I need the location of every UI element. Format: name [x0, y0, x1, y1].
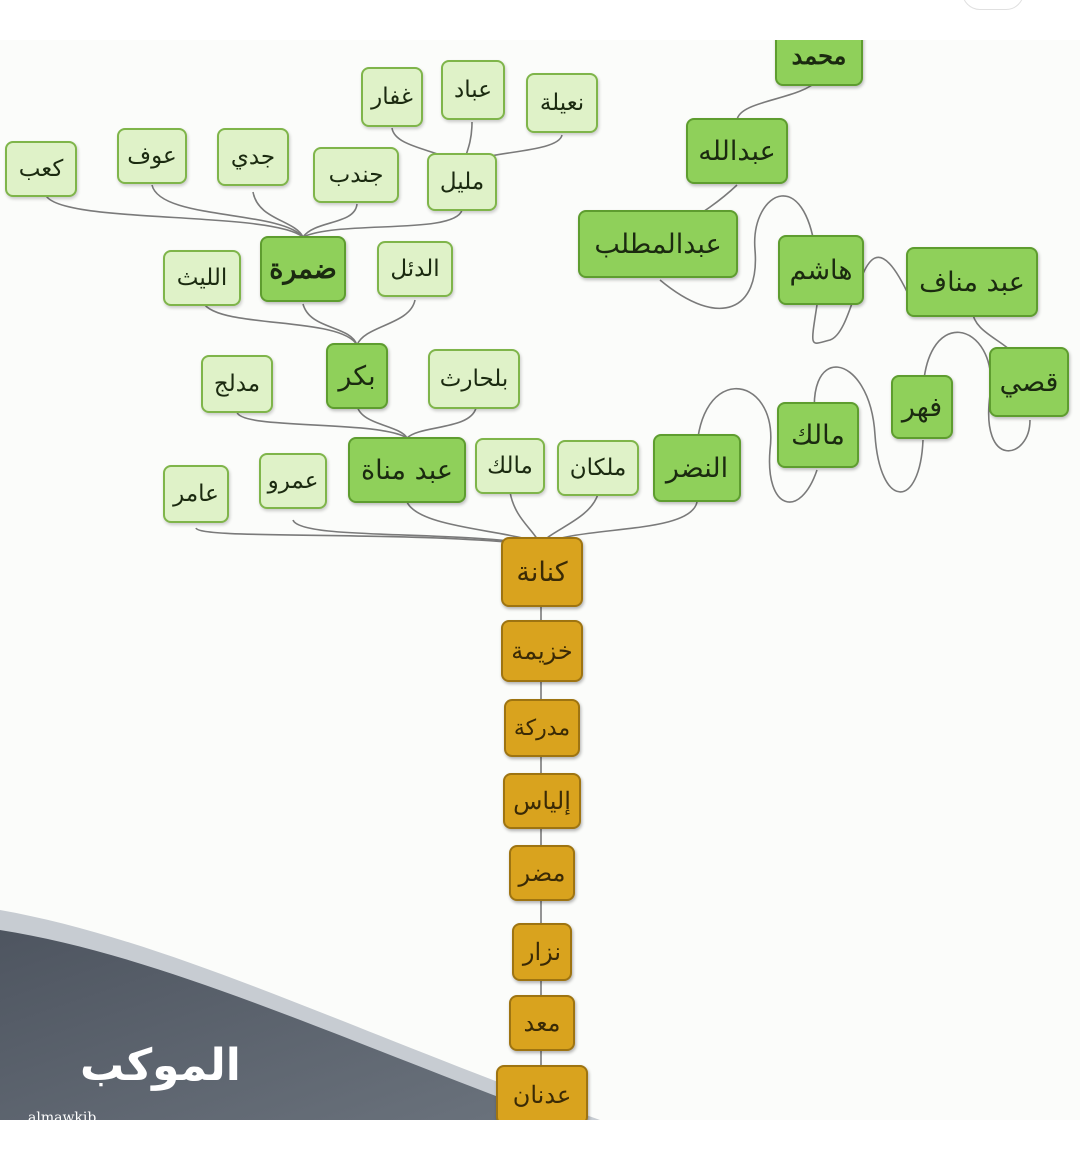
node-nizar: نزار — [512, 923, 572, 981]
link-jiddi — [252, 191, 304, 238]
node-mudlij: مدلج — [201, 355, 273, 413]
node-abdullah: عبدالله — [686, 118, 788, 184]
node-nadr: النضر — [653, 434, 741, 502]
link-dual — [356, 299, 416, 346]
node-jiddi: جدي — [217, 128, 289, 186]
link-awf — [151, 184, 304, 238]
node-bakr: بكر — [326, 343, 388, 409]
node-muhammad: محمد — [775, 40, 863, 86]
link-jundub — [302, 203, 358, 238]
node-malik-bin-kinana: مالك — [475, 438, 545, 494]
watermark-sub: almawkib — [28, 1110, 97, 1120]
link-amir — [195, 527, 541, 546]
link-abdmanaf-hashim — [812, 256, 911, 344]
link-nadr-malik — [695, 387, 818, 503]
link-abdullah-muhammad — [736, 79, 819, 121]
watermark-band — [0, 930, 560, 1120]
node-ilyas: إلياس — [503, 773, 581, 829]
node-layth: الليث — [163, 250, 241, 306]
node-dual: الدئل — [377, 241, 453, 297]
node-awf: عوف — [117, 128, 187, 184]
link-mudlij — [236, 411, 408, 439]
link-hashim-abdmuttalib — [659, 195, 818, 309]
menu-button[interactable] — [962, 0, 1024, 10]
node-maad: معد — [509, 995, 575, 1051]
link-balharith — [406, 407, 477, 439]
node-abd-manat: عبد مناة — [348, 437, 466, 503]
node-mulayl: مليل — [427, 153, 497, 211]
link-damra — [302, 303, 358, 346]
bottom-bar — [0, 1120, 1080, 1154]
link-malik-fihr — [813, 366, 924, 493]
watermark-brand: الموكب — [80, 1040, 241, 1091]
node-abd-manaf: عبد مناف — [906, 247, 1038, 317]
node-abbad: عباد — [441, 60, 505, 120]
node-kab: كعب — [5, 141, 77, 197]
node-nuayla: نعيلة — [526, 73, 598, 133]
node-malik-bin-nadr: مالك — [777, 402, 859, 468]
node-mudrika: مدركة — [504, 699, 580, 757]
node-ghifar: غفار — [361, 67, 423, 127]
node-kinana: كنانة — [501, 537, 583, 607]
node-amr: عمرو — [259, 453, 327, 509]
node-malkan: ملكان — [557, 440, 639, 496]
top-bar — [0, 0, 1080, 41]
link-layth — [201, 299, 358, 346]
node-jundub: جندب — [313, 147, 399, 203]
node-balharith: بلحارث — [428, 349, 520, 409]
link-mulayl — [302, 209, 463, 238]
node-abd-al-muttalib: عبدالمطلب — [578, 210, 738, 278]
node-fihr: فهر — [891, 375, 953, 439]
tree-connectors — [0, 79, 1031, 1120]
node-mudar: مضر — [509, 845, 575, 901]
link-bakr — [356, 404, 408, 439]
node-damra: ضمرة — [260, 236, 346, 302]
node-adnan: عدنان — [496, 1065, 588, 1120]
node-qusay: قصي — [989, 347, 1069, 417]
link-kab — [44, 192, 304, 238]
node-hashim: هاشم — [778, 235, 864, 305]
node-amir: عامر — [163, 465, 229, 523]
node-khuzayma: خزيمة — [501, 620, 583, 682]
family-tree-diagram: كنانة خزيمة مدركة إلياس مضر نزار معد عدن… — [0, 40, 1080, 1120]
